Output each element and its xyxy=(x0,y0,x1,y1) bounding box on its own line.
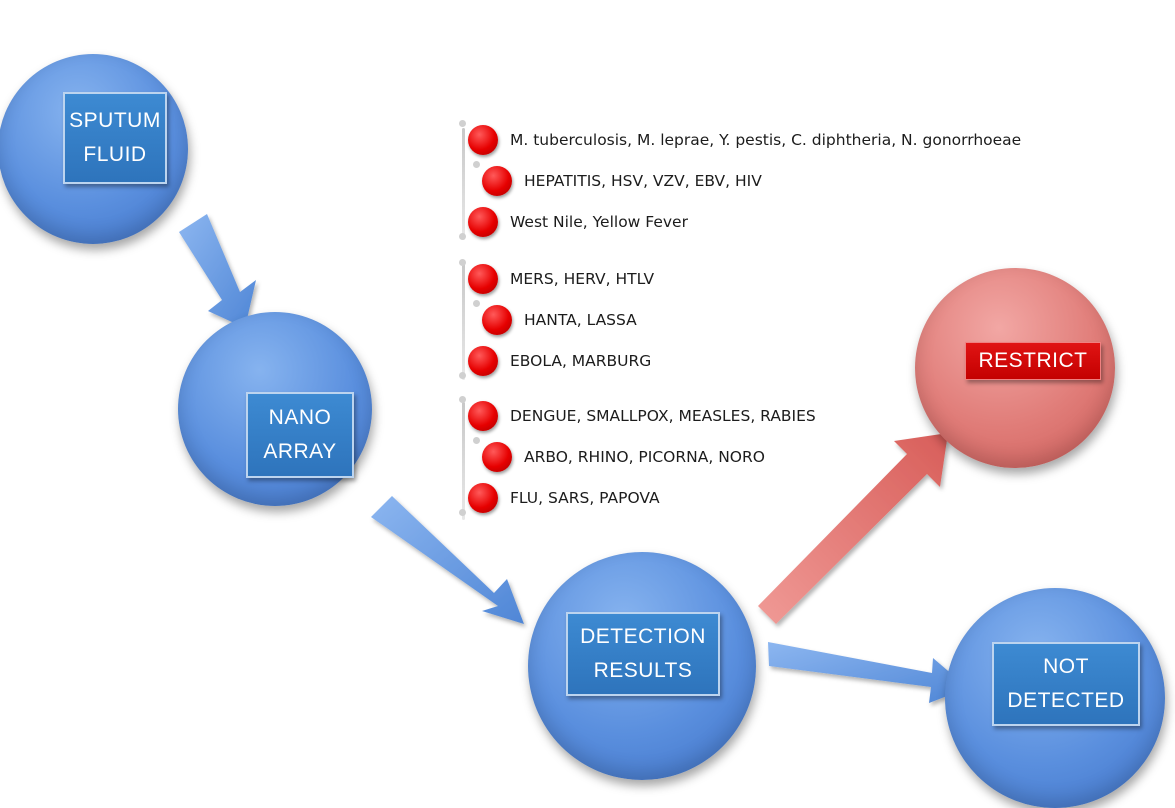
pathogen-row: DENGUE, SMALLPOX, MEASLES, RABIES xyxy=(459,396,816,431)
pathogen-row: FLU, SARS, PAPOVA xyxy=(459,483,660,516)
pathogen-row: ARBO, RHINO, PICORNA, NORO xyxy=(473,437,765,472)
pin-marker-icon xyxy=(473,437,512,472)
arrow-nano-to-detection xyxy=(371,496,524,624)
pin-marker-icon xyxy=(459,207,498,240)
pin-marker-icon xyxy=(473,300,512,335)
pathogen-text: MERS, HERV, HTLV xyxy=(510,270,655,288)
pin-marker-icon xyxy=(459,483,498,516)
arrow-detection-to-restrict xyxy=(758,433,948,624)
node-restrict-label: RESTRICT xyxy=(965,342,1101,380)
pin-marker-icon xyxy=(459,259,498,294)
pin-stem xyxy=(462,128,465,240)
pin-stem xyxy=(462,402,465,520)
node-sputum-label: SPUTUM FLUID xyxy=(63,92,167,184)
pin-stem xyxy=(462,264,465,380)
pin-marker-icon xyxy=(459,346,498,379)
pin-marker-icon xyxy=(473,161,512,196)
pathogen-text: West Nile, Yellow Fever xyxy=(510,213,688,231)
pathogen-row: West Nile, Yellow Fever xyxy=(459,207,688,240)
pathogen-row: M. tuberculosis, M. leprae, Y. pestis, C… xyxy=(459,120,1022,155)
pathogen-text: HEPATITIS, HSV, VZV, EBV, HIV xyxy=(524,172,762,190)
pin-marker-icon xyxy=(459,120,498,155)
pathogen-text: HANTA, LASSA xyxy=(524,311,637,329)
node-detection-label: DETECTION RESULTS xyxy=(566,612,720,696)
pin-marker-icon xyxy=(459,396,498,431)
pathogen-text: FLU, SARS, PAPOVA xyxy=(510,489,660,507)
pathogen-text: M. tuberculosis, M. leprae, Y. pestis, C… xyxy=(510,131,1022,149)
pathogen-row: HANTA, LASSA xyxy=(473,300,637,335)
pathogen-text: EBOLA, MARBURG xyxy=(510,352,652,370)
pathogen-row: MERS, HERV, HTLV xyxy=(459,259,655,294)
node-not-detected-label: NOT DETECTED xyxy=(992,642,1140,726)
pathogen-text: DENGUE, SMALLPOX, MEASLES, RABIES xyxy=(510,407,816,425)
pathogen-row: HEPATITIS, HSV, VZV, EBV, HIV xyxy=(473,161,762,196)
arrow-detection-to-not-detected xyxy=(768,642,968,703)
pathogen-row: EBOLA, MARBURG xyxy=(459,346,652,379)
arrow-sputum-to-nano xyxy=(179,214,256,328)
pathogen-text: ARBO, RHINO, PICORNA, NORO xyxy=(524,448,765,466)
node-nano-label: NANO ARRAY xyxy=(246,392,354,478)
